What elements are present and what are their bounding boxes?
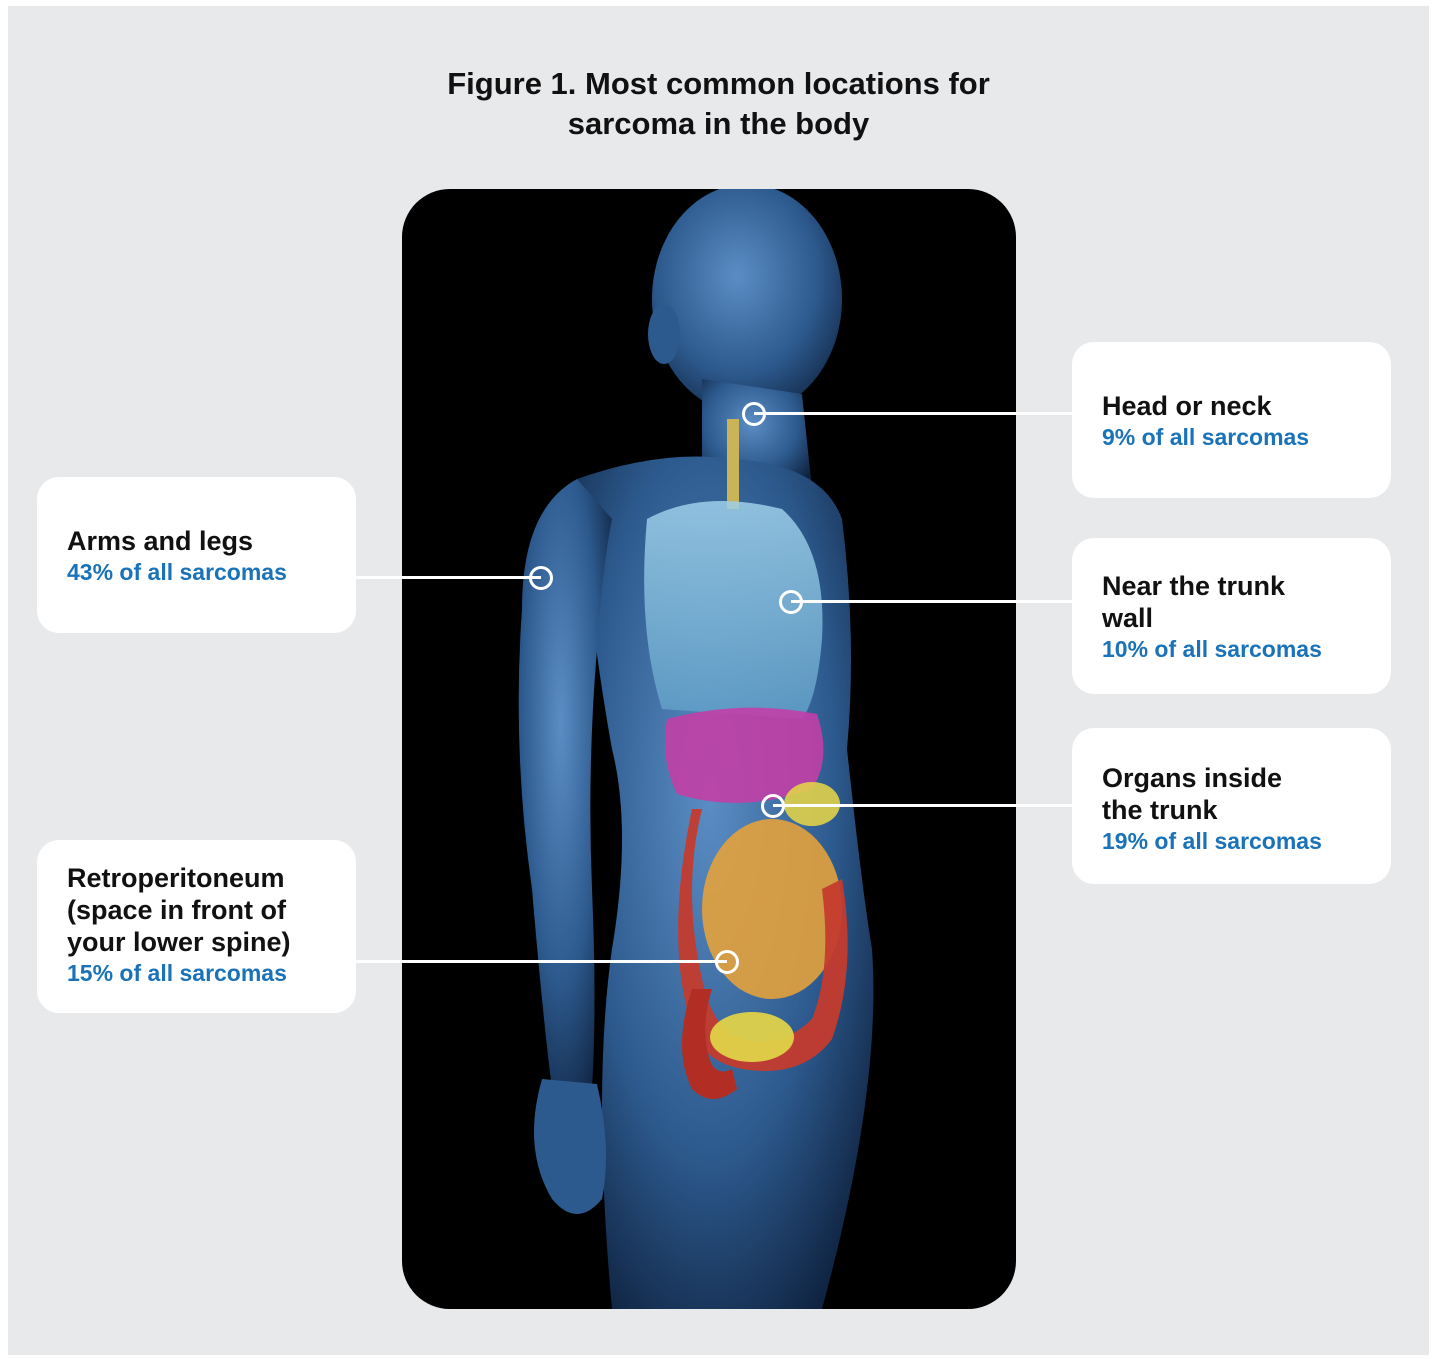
callout-label: wall xyxy=(1102,602,1391,634)
callout-stat: 9% of all sarcomas xyxy=(1102,422,1391,452)
marker-organs xyxy=(761,794,785,818)
callout-stat: 10% of all sarcomas xyxy=(1102,634,1391,664)
callout-stat: 19% of all sarcomas xyxy=(1102,826,1391,856)
trachea-shape xyxy=(727,419,739,509)
leader-line-trunk-wall xyxy=(791,600,1072,603)
callout-label: (space in front of xyxy=(67,894,356,926)
figure-title: Figure 1. Most common locations for sarc… xyxy=(8,64,1429,144)
title-line-2: sarcoma in the body xyxy=(8,104,1429,144)
head-shape xyxy=(652,189,842,414)
leader-line-organs xyxy=(773,804,1072,807)
ear-shape xyxy=(648,304,680,364)
callout-label: the trunk xyxy=(1102,794,1391,826)
marker-retro xyxy=(715,950,739,974)
marker-arms-legs xyxy=(529,566,553,590)
bladder-shape xyxy=(710,1012,794,1062)
callout-arms-legs: Arms and legs 43% of all sarcomas xyxy=(37,477,356,633)
callout-label: Organs inside xyxy=(1102,762,1391,794)
callout-stat: 43% of all sarcomas xyxy=(67,557,356,587)
marker-trunk-wall xyxy=(779,590,803,614)
marker-head-neck xyxy=(742,402,766,426)
callout-label: Near the trunk xyxy=(1102,570,1391,602)
body-illustration xyxy=(402,189,1016,1309)
callout-stat: 15% of all sarcomas xyxy=(67,958,356,988)
hand-shape xyxy=(534,1079,606,1214)
callout-organs: Organs inside the trunk 19% of all sarco… xyxy=(1072,728,1391,884)
callout-label: Head or neck xyxy=(1102,390,1391,422)
callout-label: Retroperitoneum xyxy=(67,862,356,894)
callout-retroperitoneum: Retroperitoneum (space in front of your … xyxy=(37,840,356,1013)
leader-line-head-neck xyxy=(754,412,1072,415)
title-line-1: Figure 1. Most common locations for xyxy=(8,64,1429,104)
callout-head-neck: Head or neck 9% of all sarcomas xyxy=(1072,342,1391,498)
callout-label: Arms and legs xyxy=(67,525,356,557)
leader-line-arms-legs xyxy=(355,576,541,579)
human-body-svg xyxy=(402,189,1016,1309)
callout-trunk-wall: Near the trunk wall 10% of all sarcomas xyxy=(1072,538,1391,694)
leader-line-retro xyxy=(355,960,727,963)
callout-label: your lower spine) xyxy=(67,926,356,958)
